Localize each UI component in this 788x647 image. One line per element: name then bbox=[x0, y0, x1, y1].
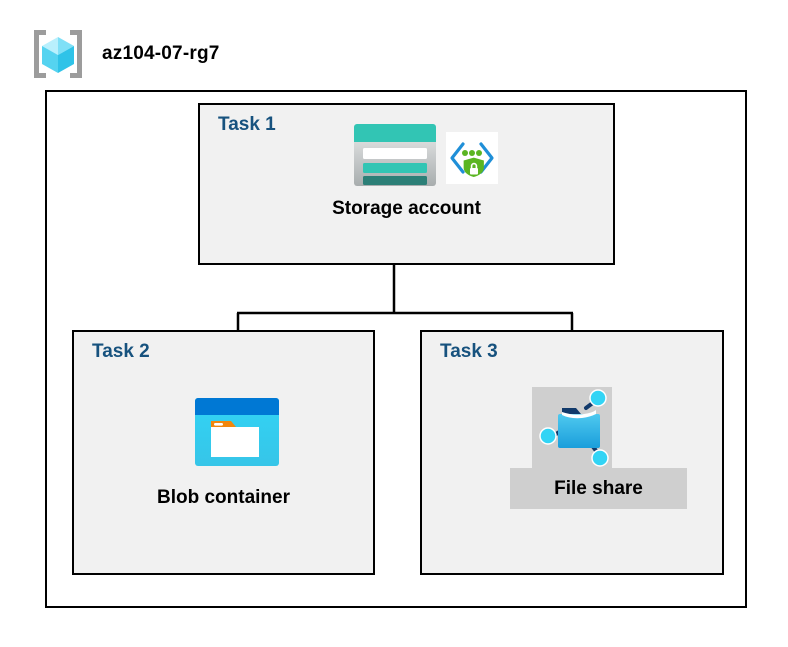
resource-group-title: az104-07-rg7 bbox=[102, 43, 220, 64]
file-share-caption: File share bbox=[554, 478, 643, 499]
blob-container-caption: Blob container bbox=[156, 487, 290, 508]
resource-group-header: az104-07-rg7 bbox=[28, 24, 220, 84]
file-share-caption-backdrop bbox=[510, 468, 687, 509]
storage-account-icon bbox=[354, 124, 436, 186]
resource-group-icon bbox=[34, 30, 82, 78]
storage-account-caption: Storage account bbox=[332, 198, 481, 219]
private-endpoint-icon bbox=[446, 132, 498, 184]
task-3-label: Task 3 bbox=[440, 341, 498, 362]
task-1-label: Task 1 bbox=[218, 114, 276, 135]
file-share-icon bbox=[539, 389, 609, 467]
blob-container-icon bbox=[195, 398, 279, 466]
task-2-label: Task 2 bbox=[92, 341, 150, 362]
